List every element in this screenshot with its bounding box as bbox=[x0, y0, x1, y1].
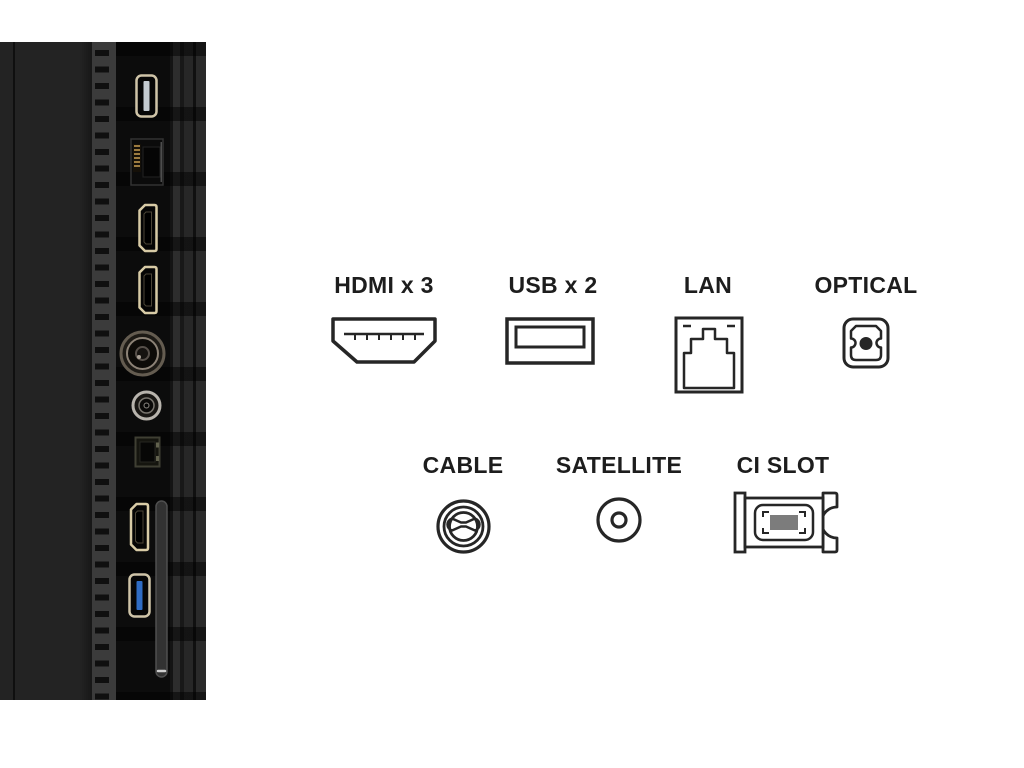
hdmi-port-photo-1 bbox=[137, 203, 159, 258]
optical-label: OPTICAL bbox=[814, 272, 918, 298]
lan-rj45-icon bbox=[674, 316, 744, 394]
usb-port-photo bbox=[135, 74, 158, 123]
hdmi-label: HDMI x 3 bbox=[334, 272, 434, 298]
satellite-port-photo bbox=[131, 390, 162, 426]
optical-port-photo bbox=[134, 436, 161, 473]
tv-side-panel-photo bbox=[0, 42, 206, 700]
lan-label: LAN bbox=[683, 272, 733, 298]
optical-toslink-icon bbox=[842, 317, 890, 369]
bezel-shade bbox=[80, 42, 92, 700]
satellite-label: SATELLITE bbox=[555, 452, 683, 478]
usb3-port-photo bbox=[128, 573, 151, 623]
satellite-fconnector-icon bbox=[595, 496, 643, 544]
usb-connector-icon bbox=[505, 317, 595, 365]
hdmi-port-photo-3 bbox=[128, 502, 151, 557]
hdmi-port-photo-2 bbox=[137, 265, 159, 320]
lan-port-photo bbox=[130, 138, 164, 191]
cable-coax-port-photo bbox=[119, 330, 166, 382]
ci-module-icon bbox=[726, 486, 839, 556]
ci-slot-label: CI SLOT bbox=[736, 452, 830, 478]
ci-slot-photo bbox=[155, 500, 168, 683]
usb-label: USB x 2 bbox=[508, 272, 598, 298]
panel-seam bbox=[13, 42, 15, 700]
vent-holes bbox=[95, 50, 109, 700]
cable-label: CABLE bbox=[422, 452, 504, 478]
cable-coax-icon bbox=[435, 498, 492, 555]
hdmi-connector-icon bbox=[330, 317, 438, 365]
